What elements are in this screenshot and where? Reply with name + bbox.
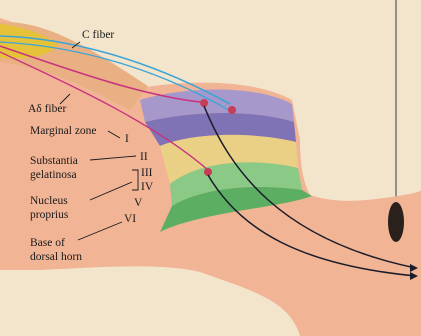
c-fiber-label: C fiber — [82, 29, 114, 41]
lamina-v-neuron — [204, 168, 212, 176]
lamina-v-label: V — [134, 197, 143, 209]
lamina-iii-label: III — [141, 167, 153, 179]
lamina-i-label: I — [125, 133, 129, 145]
substantia-gelatinosa-label-1: Substantia — [30, 155, 78, 167]
base-dorsal-horn-label-2: dorsal horn — [30, 251, 82, 263]
nucleus-proprius-label-2: proprius — [30, 209, 69, 221]
base-dorsal-horn-label-1: Base of — [30, 237, 65, 249]
lamina-iv-label: IV — [141, 181, 154, 193]
nucleus-proprius-label-1: Nucleus — [30, 195, 68, 207]
lamina-vi-label: VI — [124, 213, 136, 225]
central-canal — [388, 202, 404, 242]
lamina-i-neuron-1 — [200, 99, 208, 107]
substantia-gelatinosa-label-2: gelatinosa — [30, 169, 77, 181]
lamina-ii-label: II — [140, 151, 148, 163]
marginal-zone-label: Marginal zone — [30, 125, 97, 137]
a-delta-fiber-label: Aδ fiber — [28, 103, 66, 115]
lamina-i-neuron-2 — [228, 106, 236, 114]
